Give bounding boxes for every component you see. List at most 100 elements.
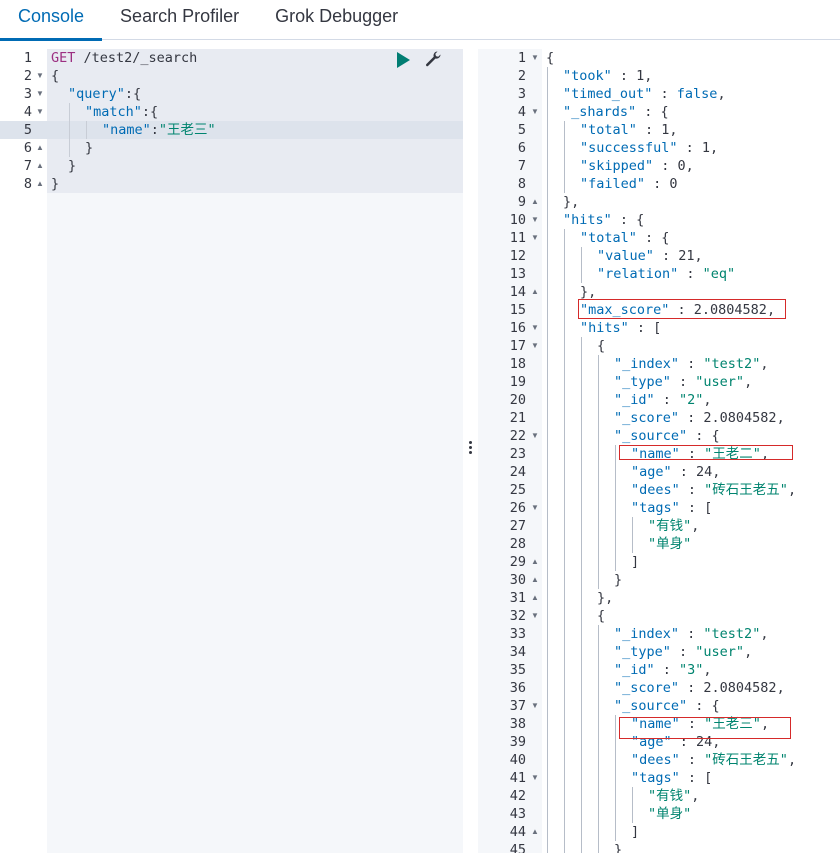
indent-guide (547, 157, 548, 175)
indent-guide (69, 103, 70, 121)
line-number: 25 (509, 482, 526, 498)
indent-guide (547, 355, 548, 373)
code-token: } (614, 572, 623, 588)
tab-grok-debugger[interactable]: Grok Debugger (275, 6, 399, 26)
tab-console[interactable]: Console (0, 0, 103, 41)
indent-guide (564, 229, 565, 247)
line-number: 7 (23, 158, 32, 174)
play-icon[interactable] (397, 52, 410, 68)
code-token: "_source" (614, 698, 688, 714)
indent-guide (615, 481, 616, 499)
code-token: : 0, (653, 158, 694, 174)
code-token: "tags" (631, 500, 680, 516)
indent-guide (598, 499, 599, 517)
line-number: 19 (509, 374, 526, 390)
fold-toggle-icon[interactable]: ▼ (36, 107, 44, 116)
wrench-icon[interactable] (424, 50, 442, 68)
fold-toggle-icon[interactable]: ▼ (531, 215, 539, 224)
indent-guide (547, 319, 548, 337)
indent-guide (547, 85, 548, 103)
indent-guide (564, 445, 565, 463)
code-token: "successful" (580, 140, 678, 156)
unfold-toggle-icon[interactable]: ▲ (531, 287, 539, 296)
indent-guide (632, 535, 633, 553)
tab-search-profiler[interactable]: Search Profiler (120, 6, 240, 26)
indent-guide (564, 247, 565, 265)
indent-guide (598, 517, 599, 535)
fold-toggle-icon[interactable]: ▼ (531, 503, 539, 512)
indent-guide (547, 481, 548, 499)
line-number: 45 (509, 842, 526, 853)
fold-toggle-icon[interactable]: ▼ (36, 71, 44, 80)
indent-guide (581, 427, 582, 445)
line-number: 36 (509, 680, 526, 696)
unfold-toggle-icon[interactable]: ▲ (36, 143, 44, 152)
code-token: }, (563, 194, 580, 210)
indent-guide (564, 625, 565, 643)
unfold-toggle-icon[interactable]: ▲ (531, 197, 539, 206)
indent-guide (547, 535, 548, 553)
unfold-toggle-icon[interactable]: ▲ (531, 827, 539, 836)
code-token: "total" (580, 230, 637, 246)
line-number: 4 (23, 104, 32, 120)
line-number: 26 (509, 500, 526, 516)
code-line: { (597, 337, 605, 355)
fold-toggle-icon[interactable]: ▼ (531, 431, 539, 440)
line-number: 41 (509, 770, 526, 786)
indent-guide (615, 715, 616, 733)
resize-handle-icon[interactable] (469, 441, 473, 455)
code-line: ] (631, 553, 639, 571)
unfold-toggle-icon[interactable]: ▲ (36, 161, 44, 170)
unfold-toggle-icon[interactable]: ▲ (531, 557, 539, 566)
indent-guide (581, 607, 582, 625)
line-number: 18 (509, 356, 526, 372)
line-number: 33 (509, 626, 526, 642)
indent-guide (598, 769, 599, 787)
highlight-max-score (578, 299, 786, 319)
fold-toggle-icon[interactable]: ▼ (531, 323, 539, 332)
code-line: "timed_out" : false, (563, 85, 726, 103)
code-token: :{ (124, 86, 142, 102)
code-token: ] (631, 554, 640, 570)
indent-guide (547, 301, 548, 319)
fold-toggle-icon[interactable]: ▼ (531, 107, 539, 116)
indent-guide (547, 283, 548, 301)
line-number: 38 (509, 716, 526, 732)
code-line: "_shards" : { (563, 103, 669, 121)
fold-toggle-icon[interactable]: ▼ (36, 89, 44, 98)
fold-toggle-icon[interactable]: ▼ (531, 341, 539, 350)
indent-guide (598, 481, 599, 499)
unfold-toggle-icon[interactable]: ▲ (531, 575, 539, 584)
indent-guide (598, 391, 599, 409)
line-number: 27 (509, 518, 526, 534)
fold-toggle-icon[interactable]: ▼ (531, 233, 539, 242)
unfold-toggle-icon[interactable]: ▲ (531, 593, 539, 602)
indent-guide (581, 589, 582, 607)
code-token: ] (631, 824, 640, 840)
code-token: "砖石王老五" (704, 752, 788, 768)
indent-guide (86, 121, 87, 139)
line-number: 34 (509, 644, 526, 660)
code-token: "_type" (614, 644, 671, 660)
indent-guide (615, 463, 616, 481)
indent-guide (598, 355, 599, 373)
line-number: 13 (509, 266, 526, 282)
code-token: , (744, 374, 753, 390)
indent-guide (564, 319, 565, 337)
request-editor[interactable]: GET /test2/_search{"query":{"match":{"na… (0, 49, 464, 853)
indent-guide (564, 499, 565, 517)
unfold-toggle-icon[interactable]: ▲ (36, 179, 44, 188)
line-number: 12 (509, 248, 526, 264)
code-line: { (546, 49, 554, 67)
fold-toggle-icon[interactable]: ▼ (531, 701, 539, 710)
code-token: "有钱" (648, 788, 692, 804)
fold-toggle-icon[interactable]: ▼ (531, 53, 539, 62)
fold-toggle-icon[interactable]: ▼ (531, 773, 539, 782)
fold-toggle-icon[interactable]: ▼ (531, 611, 539, 620)
indent-guide (547, 409, 548, 427)
code-line: "_type" : "user", (614, 373, 752, 391)
indent-guide (598, 427, 599, 445)
indent-guide (547, 805, 548, 823)
indent-guide (598, 535, 599, 553)
indent-guide (564, 553, 565, 571)
